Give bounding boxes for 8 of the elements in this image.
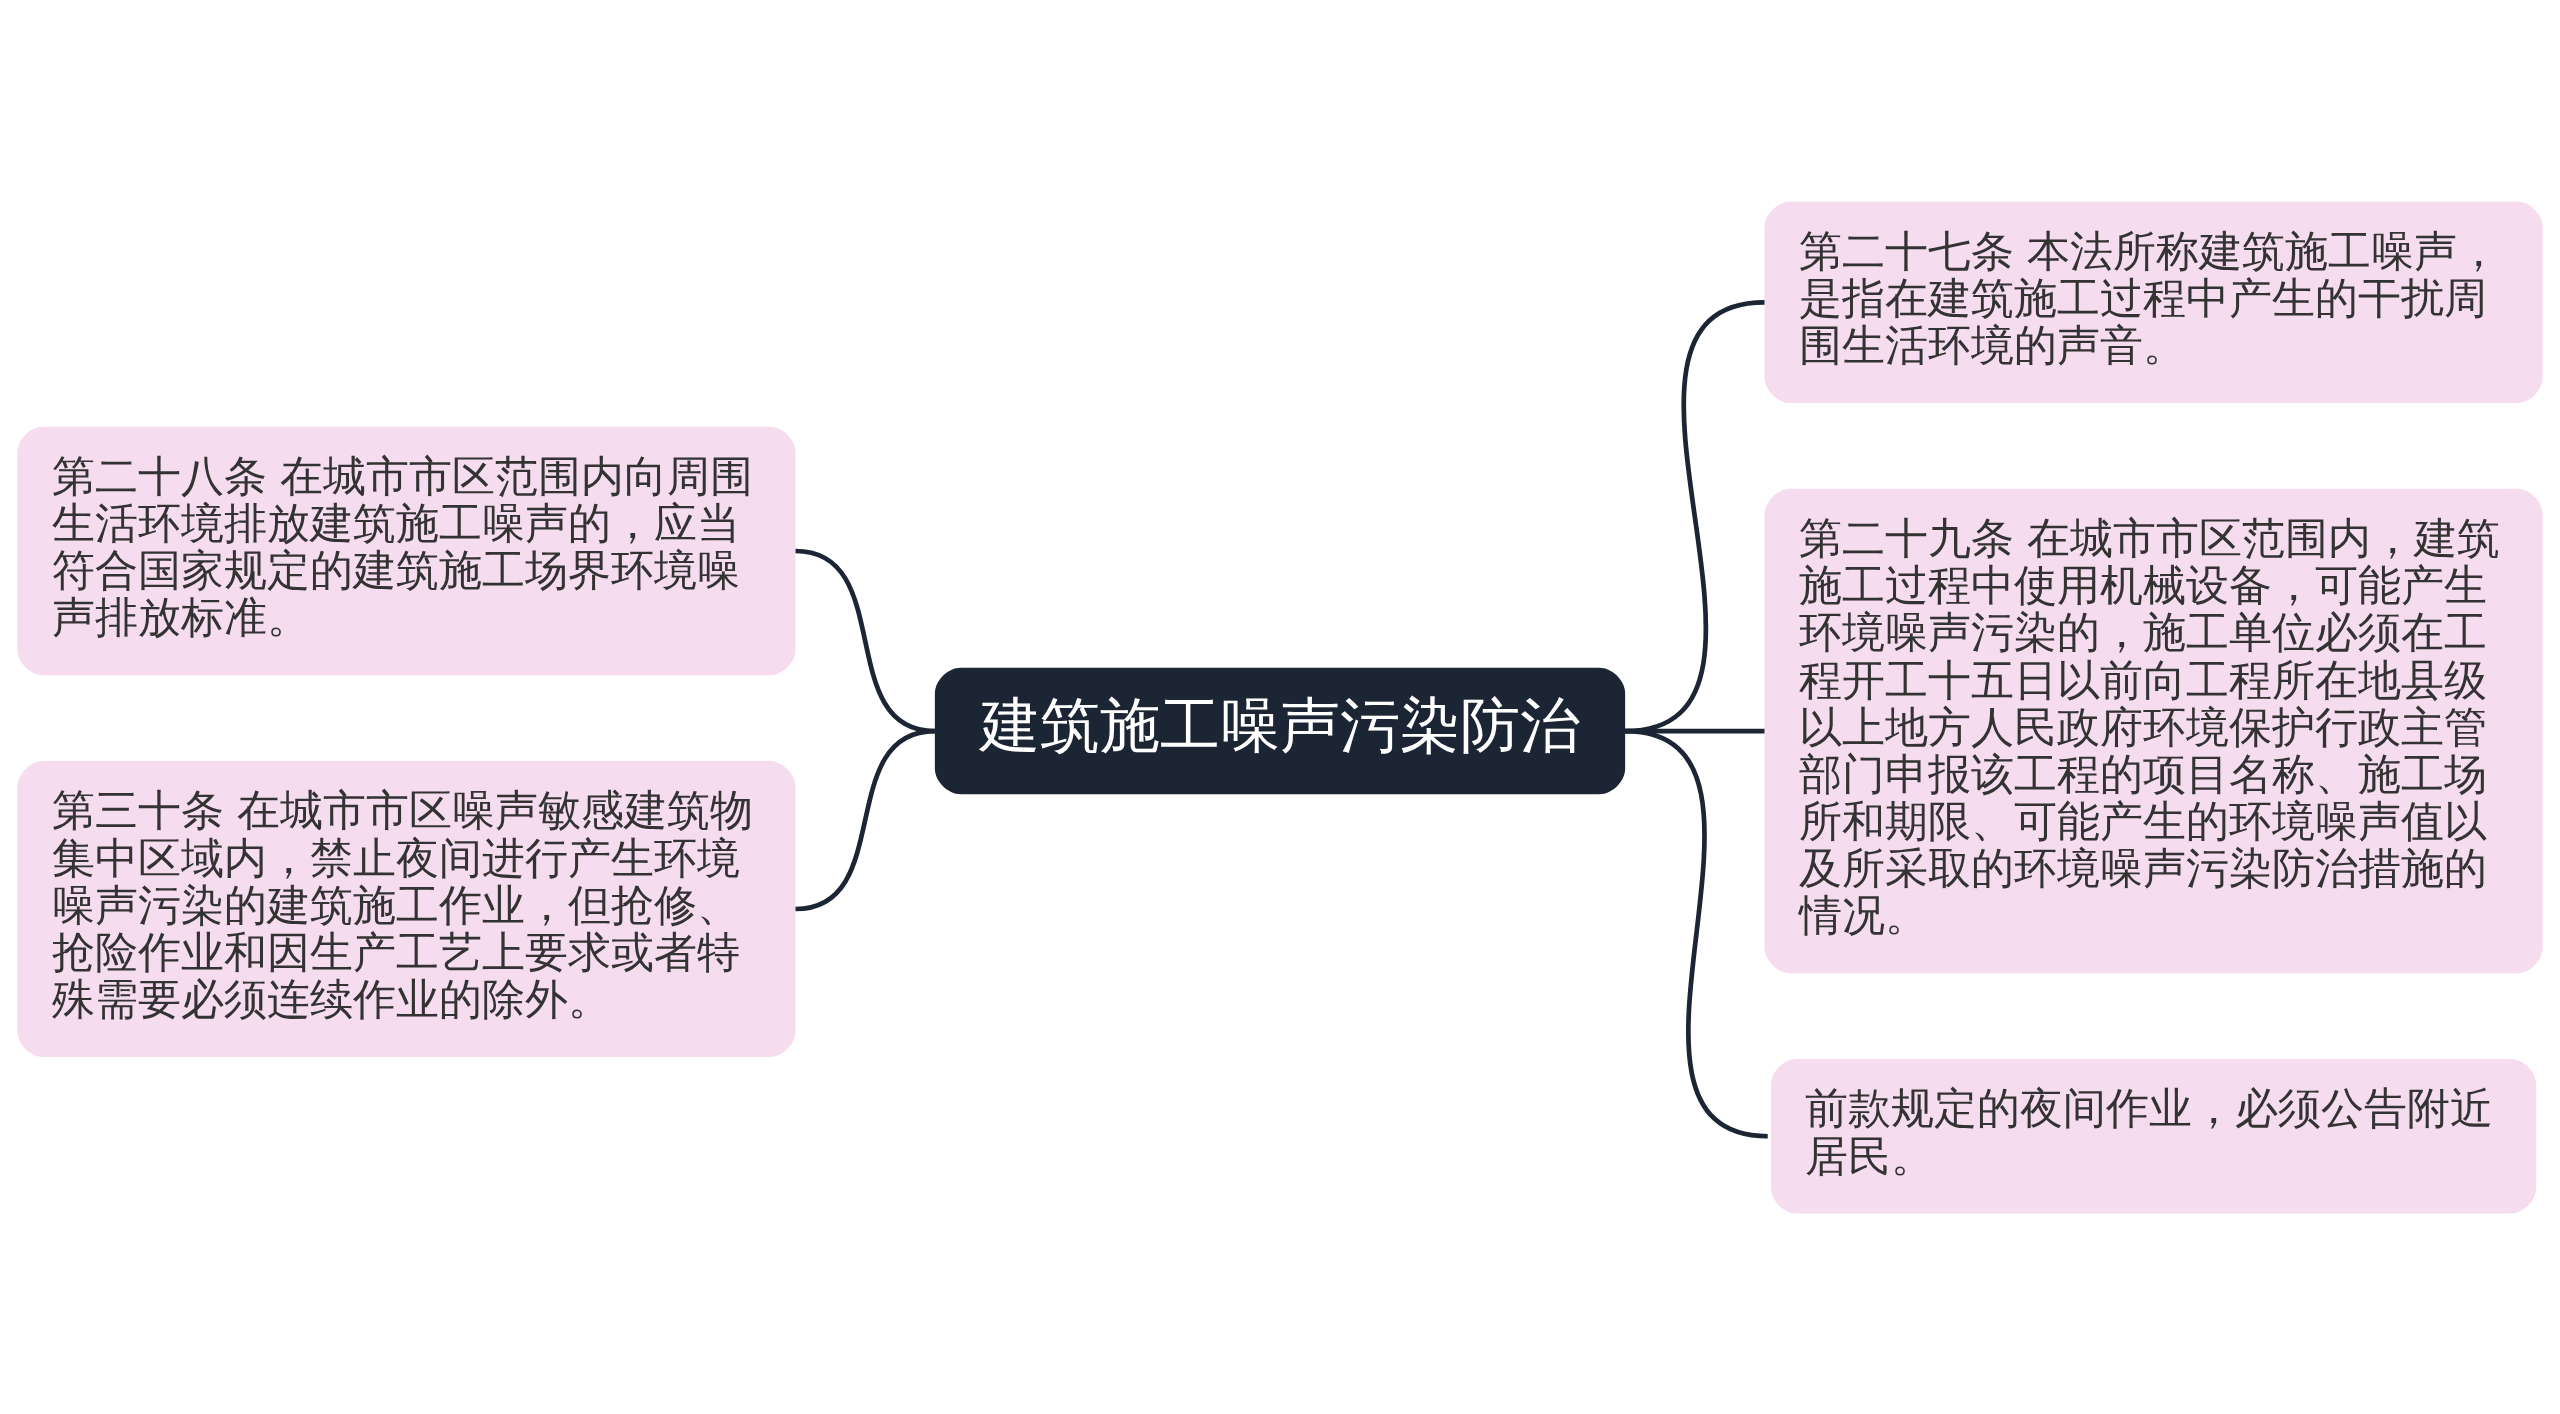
- connector: [1624, 728, 1769, 1139]
- node-box: 第二十九条 在城市市区范围内，建筑施工过程中使用机械设备，可能产生环境噪声污染的，施工单位必须在工程开工十五日以前向工程所在地县级以上地方人民政府环境保护行政主管部门申报该工程的项目名称、施工场所和期限、可能产生的环境噪声值以及所采取的环境噪声污染防治措施的情况。: [1764, 488, 2543, 973]
- node-box: 前款规定的夜间作业，必须公告附近居民。: [1770, 1058, 2537, 1213]
- connector: [795, 728, 936, 911]
- node-box: 第二十七条 本法所称建筑施工噪声，是指在建筑施工过程中产生的干扰周围生活环境的声音。: [1764, 201, 2543, 403]
- node-box: 第二十八条 在城市市区范围内向周围生活环境排放建筑施工噪声的，应当符合国家规定的建筑施工场界环境噪声排放标准。: [17, 426, 796, 675]
- node-box: 第三十条 在城市市区噪声敏感建筑物集中区域内，禁止夜间进行产生环境噪声污染的建筑施工作业，但抢修、抢险作业和因生产工艺上要求或者特殊需要必须连续作业的除外。: [17, 760, 796, 1057]
- node-box: 建筑施工噪声污染防治: [934, 667, 1626, 794]
